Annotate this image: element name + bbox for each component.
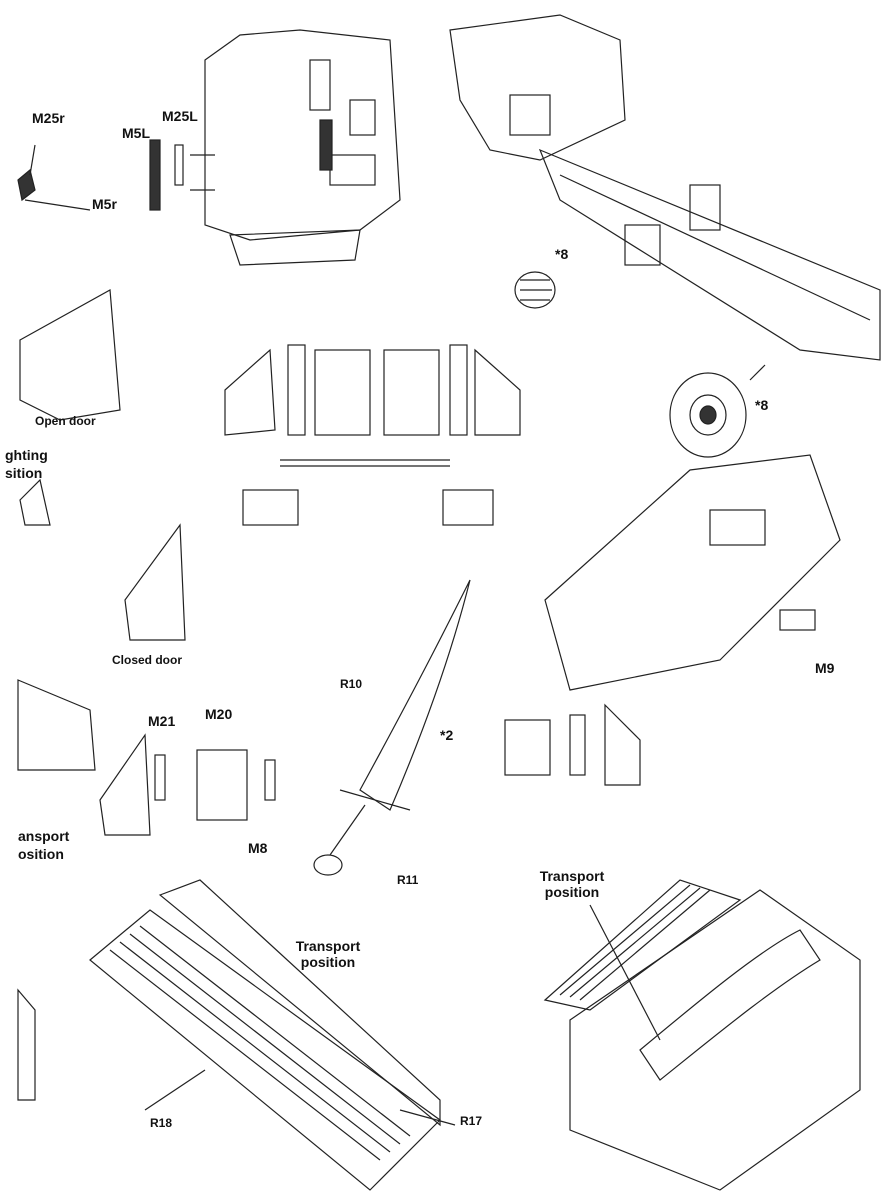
part-label-star2: *2 [440, 727, 454, 743]
part-label-m21: M21 [148, 713, 176, 729]
caption-line: position [544, 884, 600, 900]
caption-open-door: Open door [35, 414, 96, 428]
part-label-m8: M8 [248, 840, 268, 856]
truck-chassis-drawing [449, 14, 881, 458]
caption-fighting-position-line2: sition [5, 465, 43, 481]
part-label-m5l: M5L [122, 125, 150, 141]
caption-transport-position-left-line1: ansport [18, 828, 70, 844]
caption-transport-position-left-line2: osition [18, 846, 64, 862]
part-label-m9: M9 [815, 660, 835, 676]
transport-position-left-drawing [17, 679, 276, 1101]
part-label-r17: R17 [460, 1114, 483, 1128]
caption-closed-door: Closed door [112, 653, 183, 667]
missile-drawing [313, 579, 471, 876]
part-label-star8-b: *8 [755, 397, 769, 413]
launcher-body-drawing [504, 454, 841, 786]
caption-line: Transport [295, 938, 361, 954]
part-label-r10: R10 [340, 677, 363, 691]
part-label-m5r: M5r [92, 196, 117, 212]
door-parts-drawing [19, 289, 521, 641]
transport-launcher-drawing [543, 879, 861, 1191]
cover-panel-drawing [89, 879, 456, 1191]
cab-assembly-drawing [17, 29, 401, 266]
caption-line: position [300, 954, 356, 970]
caption-fighting-position-line1: ghting [5, 447, 48, 463]
caption-line: Transport [539, 868, 605, 884]
part-label-m20: M20 [205, 706, 233, 722]
part-label-m25l: M25L [162, 108, 198, 124]
part-label-r18: R18 [150, 1116, 173, 1130]
part-label-m25r: M25r [32, 110, 65, 126]
part-label-star8-a: *8 [555, 246, 569, 262]
part-label-r11: R11 [397, 873, 419, 887]
